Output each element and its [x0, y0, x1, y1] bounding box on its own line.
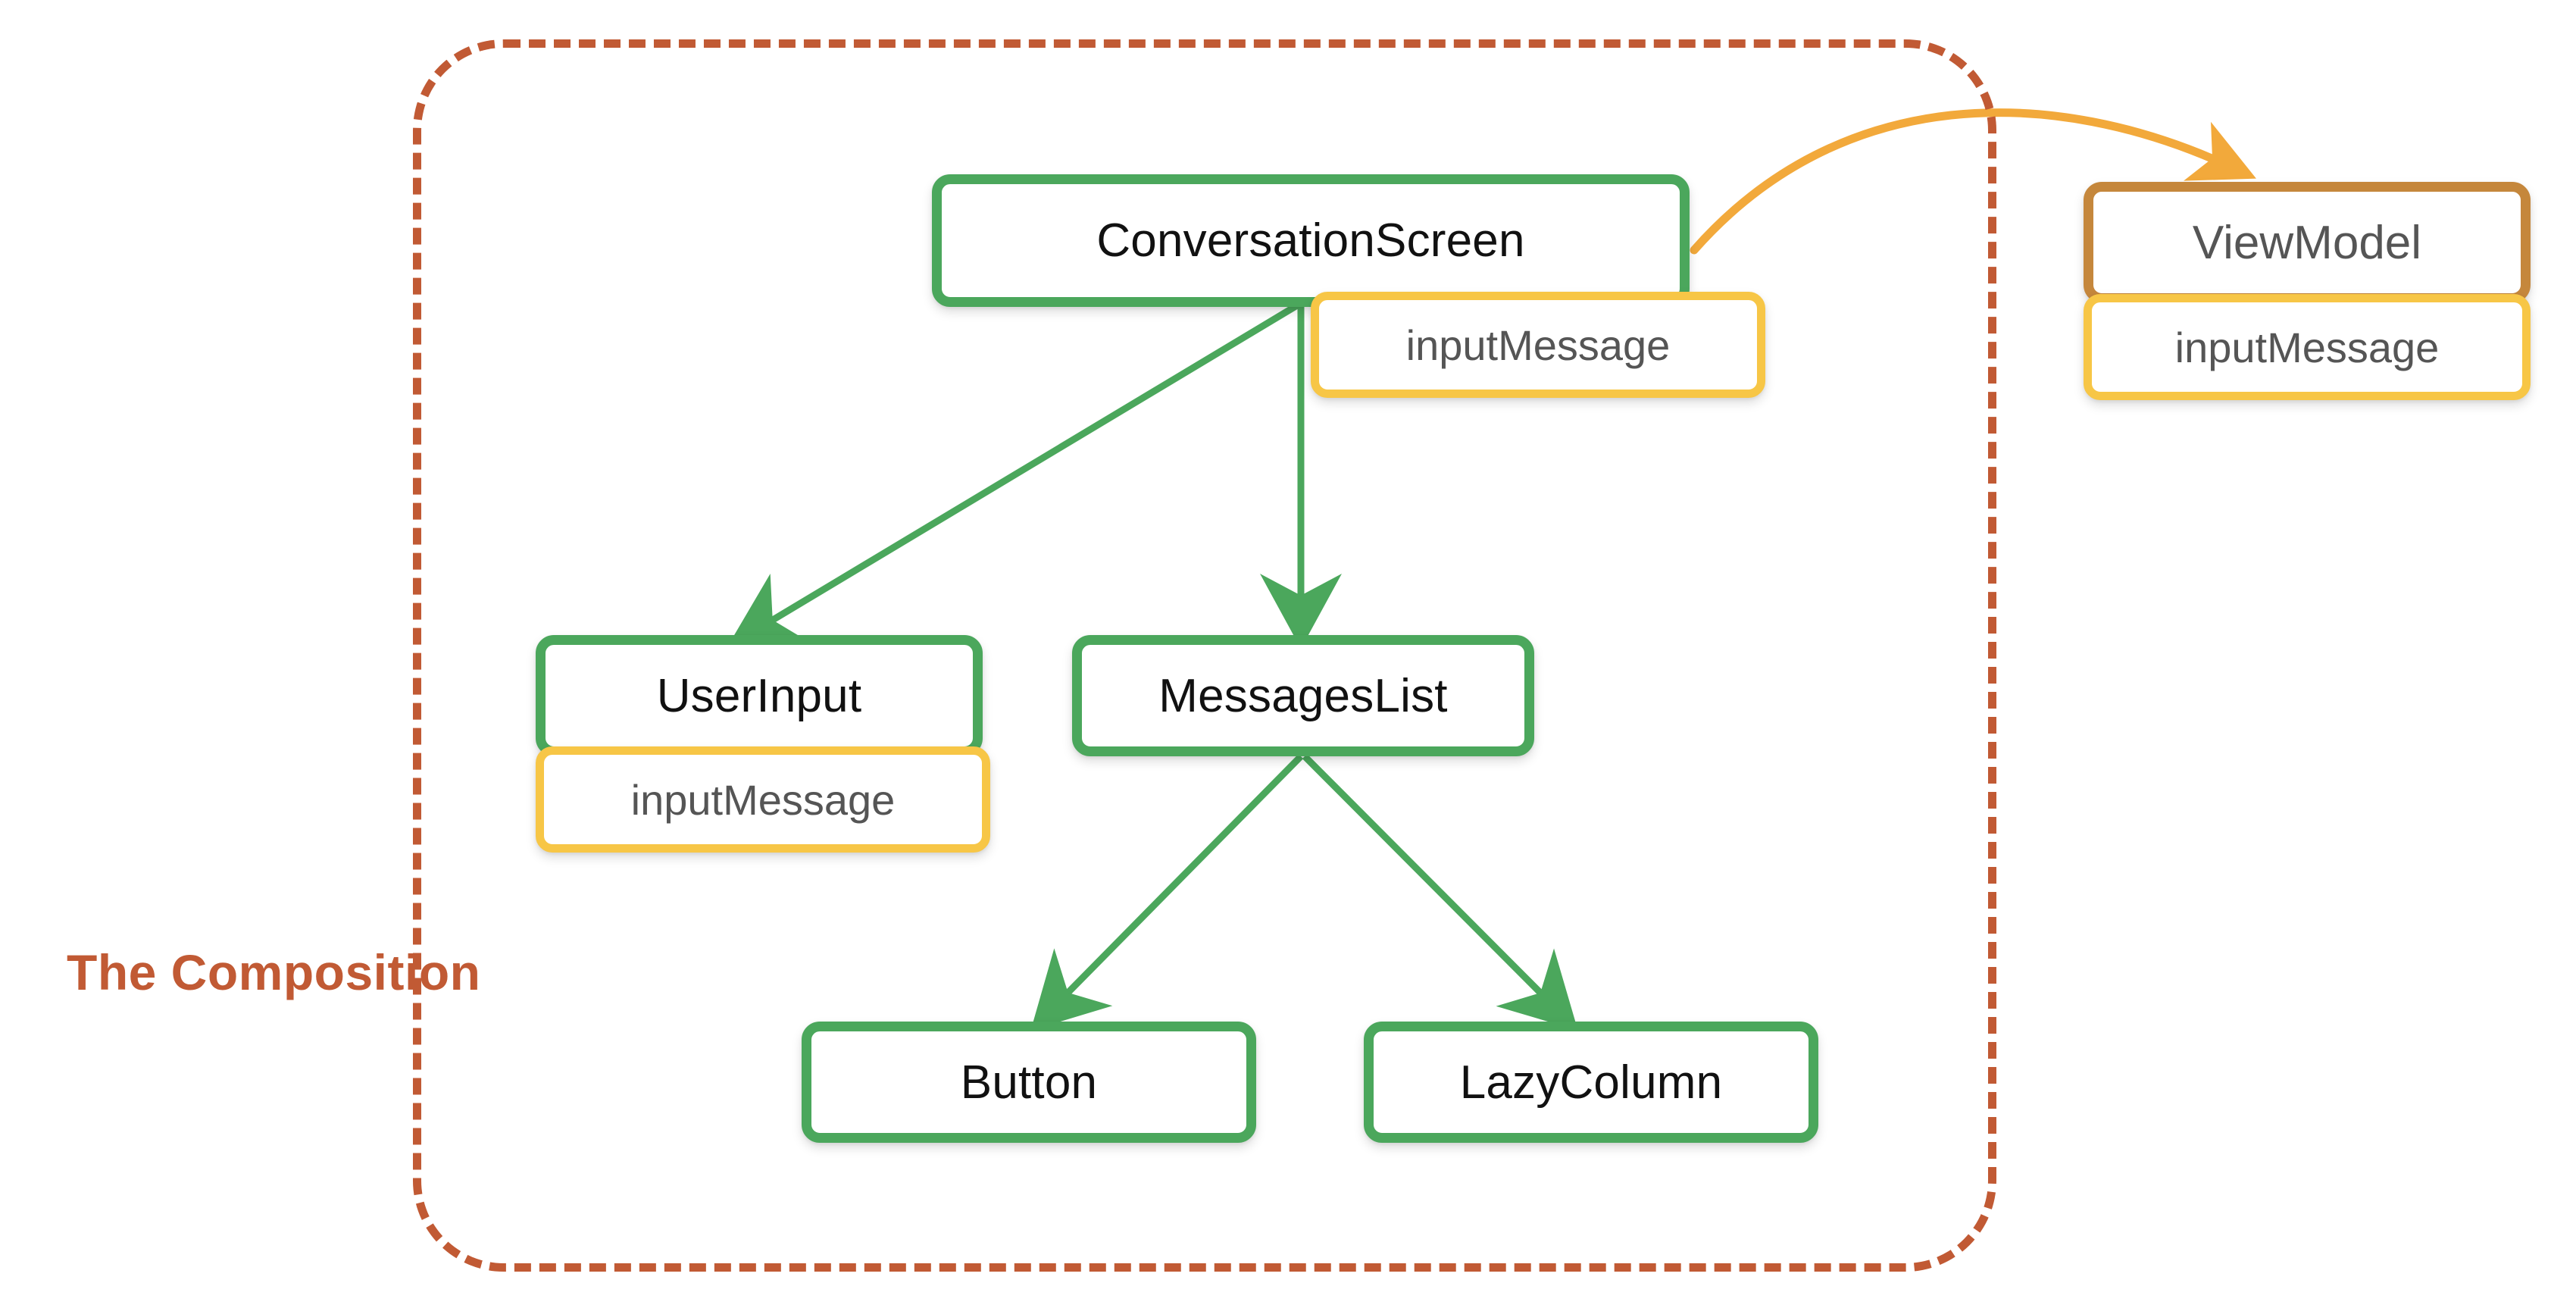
- node-lazy-column[interactable]: LazyColumn: [1364, 1022, 1818, 1143]
- edge-messageslist-to-button: [1030, 753, 1304, 1031]
- composition-label: The Composition: [67, 944, 481, 1000]
- node-button[interactable]: Button: [802, 1022, 1256, 1143]
- node-view-model[interactable]: ViewModel: [2084, 182, 2531, 303]
- state-chip-view-model-inputmessage[interactable]: inputMessage: [2084, 294, 2531, 400]
- node-user-input[interactable]: UserInput: [536, 635, 983, 756]
- state-chip-user-input-inputmessage[interactable]: inputMessage: [536, 746, 990, 853]
- edge-conversationscreen-to-userinput: [727, 302, 1299, 648]
- node-messages-list[interactable]: MessagesList: [1072, 635, 1534, 756]
- edge-messageslist-to-lazycolumn: [1302, 753, 1578, 1031]
- state-chip-conversation-screen-inputmessage[interactable]: inputMessage: [1311, 292, 1765, 398]
- node-conversation-screen[interactable]: ConversationScreen: [932, 174, 1690, 307]
